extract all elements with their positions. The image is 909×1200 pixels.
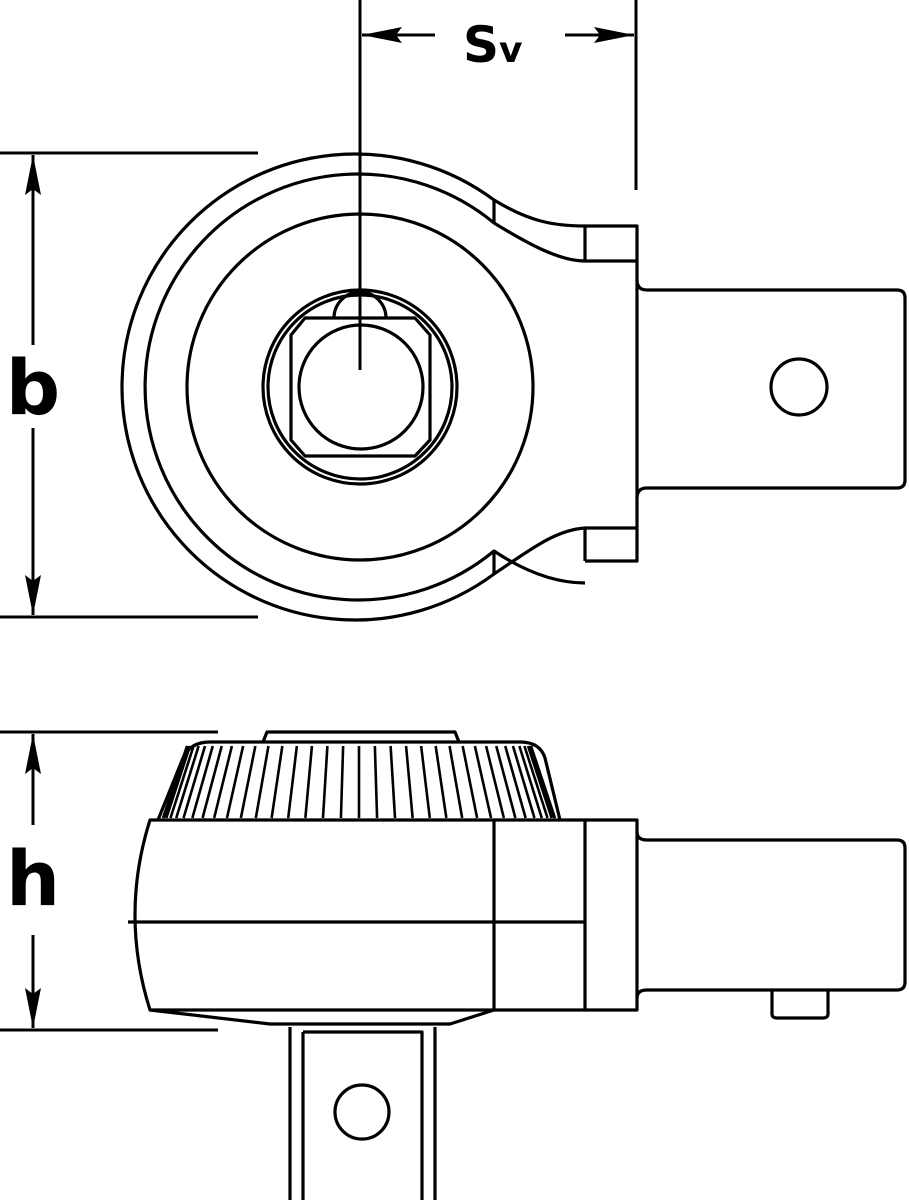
knurl-ridge xyxy=(404,745,414,819)
knurl-ridge xyxy=(373,745,379,819)
knurl-ridge xyxy=(448,745,464,819)
knurl-ridge xyxy=(461,745,479,819)
dimension-h: h xyxy=(0,730,218,1032)
knurl-ridge xyxy=(495,745,517,819)
selector-tab xyxy=(261,730,461,743)
knurl-ridge xyxy=(419,745,432,819)
knurl-ridge xyxy=(174,745,200,819)
knurl-ridge xyxy=(270,745,284,819)
knurl-ridge xyxy=(503,745,527,819)
knurl-ridge xyxy=(286,745,299,819)
square-drive-face xyxy=(301,1030,424,1200)
insert-tang xyxy=(635,279,907,499)
knurl-ridge xyxy=(201,745,223,819)
knurl-ridges xyxy=(161,745,557,819)
knurl-ridge xyxy=(182,745,207,819)
dimension-label-sv: Sv xyxy=(463,16,522,74)
knurl-ridge xyxy=(473,745,493,819)
tang-pin xyxy=(770,990,830,1020)
knurl-ridge xyxy=(162,745,189,819)
tang-hole xyxy=(769,357,829,417)
knurl-ridge xyxy=(518,745,544,819)
square-drive xyxy=(289,316,432,458)
head-body xyxy=(133,818,639,1012)
top-view xyxy=(120,152,907,622)
side-view xyxy=(128,730,907,1200)
knurl-ridge xyxy=(526,745,553,819)
dimension-label-h: h xyxy=(6,834,60,923)
knurl-ridge xyxy=(389,745,397,819)
dimension-label-b: b xyxy=(6,343,60,432)
knurl-ridge xyxy=(169,745,195,819)
knurl-ridge xyxy=(339,745,345,819)
knurl-ridge xyxy=(304,745,314,819)
drive-hole xyxy=(333,1083,391,1141)
head-inner-contour xyxy=(143,172,586,602)
knurl-ridge xyxy=(239,745,257,819)
knurl-ridge xyxy=(225,745,245,819)
insert-tang-side xyxy=(635,831,907,999)
drive-taper xyxy=(149,1008,495,1026)
knurl-ridge xyxy=(529,745,557,819)
knurl-ridge xyxy=(523,745,549,819)
knurl-ridge xyxy=(165,745,192,819)
knurl-ridge xyxy=(434,745,448,819)
dimension-b: b xyxy=(0,151,258,619)
square-drive-side xyxy=(288,1027,437,1200)
dimension-sv: Sv xyxy=(358,0,638,370)
knurl-ridge xyxy=(484,745,506,819)
knurl-ridge xyxy=(511,745,536,819)
knurl-ridge xyxy=(321,745,329,819)
head-outer-contour xyxy=(120,152,639,622)
knurl-ridge xyxy=(212,745,234,819)
knurl-ridge xyxy=(254,745,270,819)
knurl-ridge xyxy=(191,745,215,819)
